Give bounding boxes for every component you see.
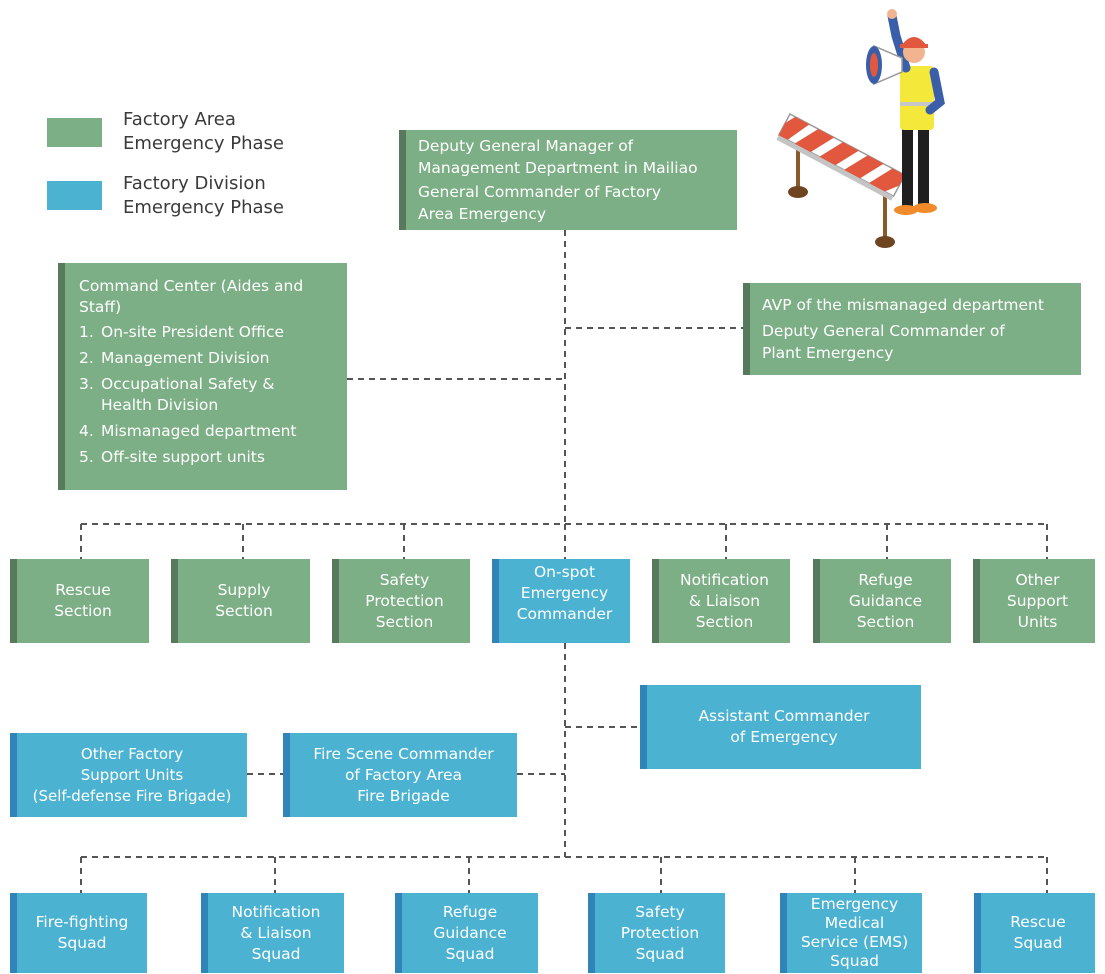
section-label: Commander <box>516 605 613 623</box>
section-label: Section <box>856 612 915 631</box>
deputy-commander-line: AVP of the mismanaged department <box>762 296 1044 314</box>
section-label: Safety <box>379 570 430 589</box>
item-number: 5. <box>79 448 94 466</box>
item-text: Off-site support units <box>101 448 265 466</box>
other-factory-support-line: Support Units <box>80 765 184 784</box>
section-label: On-spot <box>533 563 596 581</box>
section-label: Units <box>1017 612 1058 631</box>
assistant-commander-line: of Emergency <box>730 728 838 746</box>
section-label: Section <box>54 602 112 620</box>
squad-rescue: Rescue Squad <box>974 893 1095 973</box>
deputy-commander-box: AVP of the mismanaged department Deputy … <box>743 283 1081 375</box>
squad-label: Squad <box>57 934 107 952</box>
fire-scene-commander-line: Fire Brigade <box>357 786 450 805</box>
section-label: Other <box>1015 570 1060 589</box>
section-other-support-units: Other Support Units <box>973 559 1095 643</box>
legend-swatch-factory-area <box>47 118 102 147</box>
other-factory-support-box: Other Factory Support Units (Self-defens… <box>10 733 247 817</box>
section-label: Guidance <box>848 591 923 610</box>
squad-label: Medical <box>824 914 885 932</box>
general-commander-line: Management Department in Mailiao <box>418 159 698 177</box>
section-label: Notification <box>680 570 769 589</box>
command-center-item: 5. Off-site support units <box>79 447 265 468</box>
command-center-box: Command Center (Aides and Staff) 1. On-s… <box>58 263 347 490</box>
squad-label: Service (EMS) <box>800 933 909 951</box>
section-label: Protection <box>365 591 444 610</box>
section-safety-protection: Safety Protection Section <box>332 559 470 643</box>
section-label: Section <box>695 612 754 631</box>
general-commander-line: Area Emergency <box>418 205 547 223</box>
squad-label: Protection <box>620 923 700 942</box>
squad-notification-liaison: Notification & Liaison Squad <box>201 893 344 973</box>
command-center-title: Command Center (Aides and <box>79 277 304 295</box>
command-center-item: 2. Management Division <box>79 348 269 369</box>
squad-label: Fire-fighting <box>35 913 129 931</box>
legend-label-line: Emergency Phase <box>123 133 284 154</box>
squad-label: Squad <box>830 952 879 970</box>
squad-label: Squad <box>635 944 685 963</box>
assistant-commander-box: Assistant Commander of Emergency <box>640 685 921 769</box>
command-center-item: 3. Occupational Safety & Health Division <box>79 374 274 416</box>
legend-label-factory-division: Factory Division Emergency Phase <box>123 172 284 220</box>
section-refuge-guidance: Refuge Guidance Section <box>813 559 951 643</box>
squad-safety-protection: Safety Protection Squad <box>588 893 725 973</box>
section-notification-liaison: Notification & Liaison Section <box>652 559 790 643</box>
section-label: Rescue <box>55 581 111 599</box>
item-text: Management Division <box>101 349 270 367</box>
legend-label-line: Factory Division <box>123 173 266 194</box>
legend-label-factory-area: Factory Area Emergency Phase <box>123 108 284 156</box>
other-factory-support-line: Other Factory <box>80 744 184 763</box>
legend-swatch-factory-division <box>47 181 102 210</box>
section-label: Refuge <box>858 570 913 589</box>
squad-refuge-guidance: Refuge Guidance Squad <box>395 893 538 973</box>
deputy-commander-line: Deputy General Commander of <box>762 322 1005 340</box>
general-commander-line: Deputy General Manager of <box>418 137 634 155</box>
squad-label: & Liaison <box>240 923 312 942</box>
squad-label: Emergency <box>810 895 899 913</box>
item-text: Health Division <box>101 396 219 414</box>
squad-fire-fighting: Fire-fighting Squad <box>10 893 147 973</box>
item-text-multiline: Occupational Safety & Health Division <box>101 374 274 416</box>
section-supply: Supply Section <box>171 559 310 643</box>
legend-label-line: Factory Area <box>123 109 236 130</box>
squad-label: Safety <box>635 902 685 921</box>
section-label: Section <box>375 612 434 631</box>
item-number: 2. <box>79 349 94 367</box>
section-label: & Liaison <box>688 591 761 610</box>
legend-label-line: Emergency Phase <box>123 197 284 218</box>
squad-ems: Emergency Medical Service (EMS) Squad <box>780 893 922 973</box>
fire-scene-commander-line: of Factory Area <box>344 765 463 784</box>
squad-label: Notification <box>231 902 321 921</box>
command-center-item: 1. On-site President Office <box>79 322 284 343</box>
fire-scene-commander-box: Fire Scene Commander of Factory Area Fir… <box>283 733 517 817</box>
on-spot-emergency-commander: On-spot Emergency Commander <box>492 559 630 643</box>
item-number: 3. <box>79 375 94 393</box>
squad-label: Squad <box>445 944 495 963</box>
squad-label: Squad <box>1013 934 1063 952</box>
item-number: 1. <box>79 323 94 341</box>
command-center-title: Staff) <box>79 298 122 316</box>
squad-label: Guidance <box>433 923 507 942</box>
section-rescue: Rescue Section <box>10 559 149 643</box>
squad-label: Rescue <box>1010 913 1066 931</box>
squad-label: Refuge <box>442 902 498 921</box>
general-commander-box: Deputy General Manager of Management Dep… <box>399 130 737 230</box>
item-number: 4. <box>79 422 94 440</box>
fire-scene-commander-line: Fire Scene Commander <box>313 744 494 763</box>
item-text: Occupational Safety & <box>101 375 275 393</box>
item-text: Mismanaged department <box>101 422 297 440</box>
worker-with-megaphone-and-barrier-icon <box>776 9 945 248</box>
other-factory-support-line: (Self-defense Fire Brigade) <box>32 786 232 805</box>
section-label: Emergency <box>520 584 609 602</box>
item-text: On-site President Office <box>101 323 285 341</box>
deputy-commander-line: Plant Emergency <box>762 344 894 362</box>
assistant-commander-line: Assistant Commander <box>698 707 870 725</box>
general-commander-line: General Commander of Factory <box>418 183 661 201</box>
section-label: Supply <box>217 581 271 599</box>
command-center-item: 4. Mismanaged department <box>79 421 297 442</box>
squad-label: Squad <box>251 944 301 963</box>
section-label: Section <box>215 602 273 620</box>
section-label: Support <box>1006 591 1069 610</box>
